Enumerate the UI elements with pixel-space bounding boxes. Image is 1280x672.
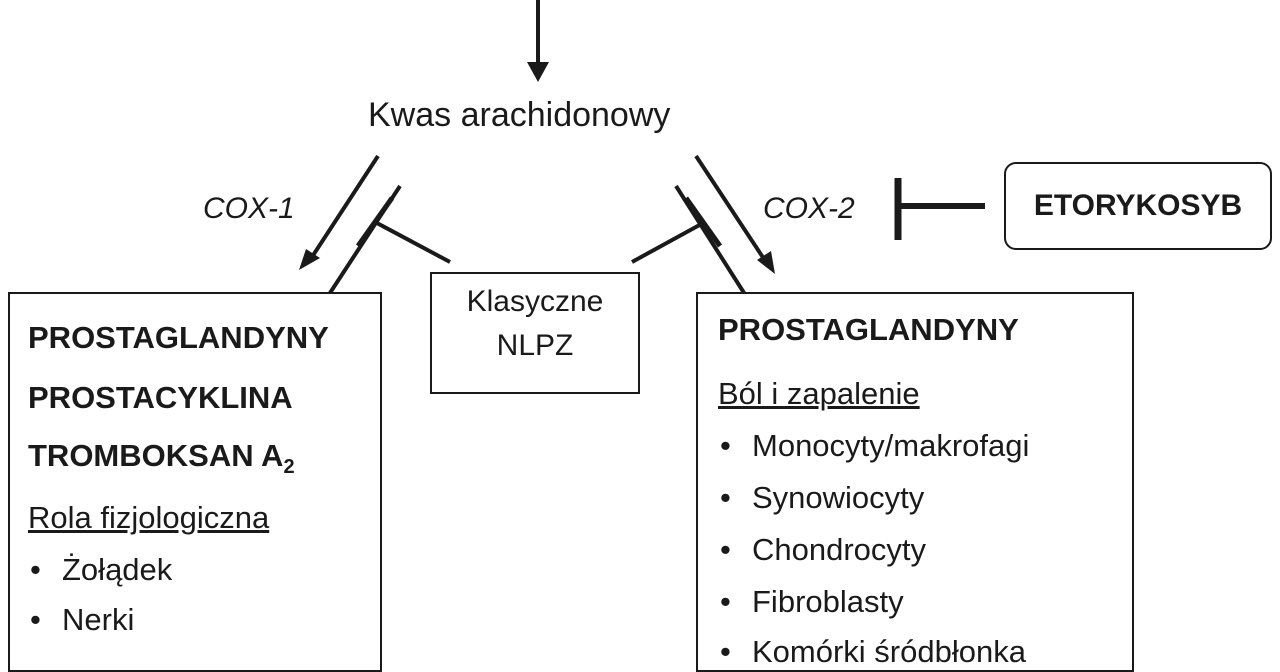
nsaid-line2: NLPZ [496, 329, 574, 362]
nsaid-inhibit-cox2 [631, 196, 723, 264]
left-box-item: Żołądek [28, 552, 172, 588]
diagram-canvas [299, 0, 985, 298]
left-box-section: Rola fizjologiczna [28, 500, 270, 535]
arachidonic-acid-label: Kwas arachidonowy [368, 96, 671, 134]
cox1-arrow [299, 154, 380, 270]
right-box-line1: PROSTAGLANDYNY [718, 312, 1019, 347]
top-arrow [527, 0, 549, 82]
left-box-line1: PROSTAGLANDYNY [28, 320, 329, 355]
left-box-item: Nerki [28, 602, 134, 638]
etoricoxib-inhibit-cox2 [894, 178, 985, 240]
right-box-item: Fibroblasty [718, 584, 904, 620]
nsaid-box: Klasyczne NLPZ [430, 272, 640, 394]
right-box-item: Komórki śródbłonka [718, 634, 1026, 670]
left-box-line2: PROSTACYKLINA [28, 380, 293, 415]
right-box-item: Synowiocyty [718, 480, 924, 516]
cox2-label: COX-2 [763, 192, 855, 225]
subscript-2: 2 [283, 456, 295, 479]
cox2-products-box: PROSTAGLANDYNY Ból i zapalenie Monocyty/… [696, 292, 1134, 672]
etoricoxib-label: ETORYKOSYB [1033, 189, 1243, 222]
nsaid-inhibit-cox1 [355, 196, 451, 264]
right-box-item: Monocyty/makrofagi [718, 428, 1029, 464]
nsaid-line1: Klasyczne [466, 285, 604, 318]
right-box-section: Ból i zapalenie [718, 376, 920, 411]
left-box-line3: TROMBOKSAN A2 [28, 438, 295, 479]
etoricoxib-box: ETORYKOSYB [1004, 162, 1272, 250]
cox2-arrow [694, 154, 775, 274]
right-box-item: Chondrocyty [718, 532, 926, 568]
cox1-label: COX-1 [203, 192, 295, 225]
cox1-products-box: PROSTAGLANDYNY PROSTACYKLINA TROMBOKSAN … [8, 292, 382, 672]
